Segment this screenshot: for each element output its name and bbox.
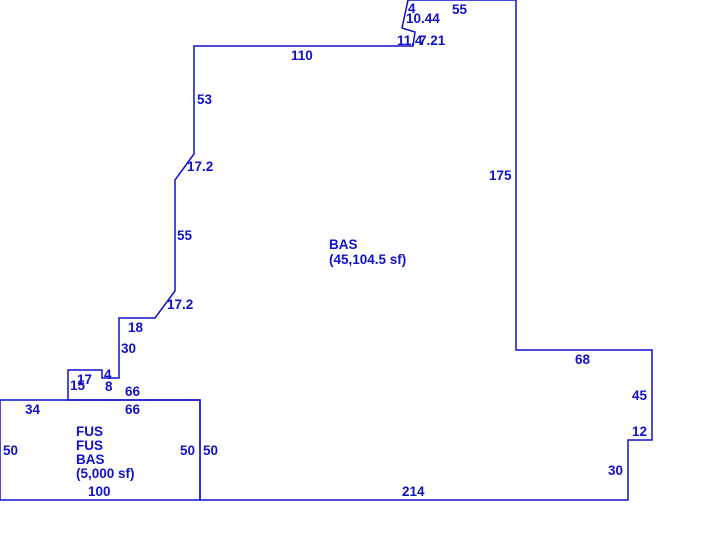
dimension-label: 7.21 bbox=[419, 33, 446, 48]
dimension-label: 4 bbox=[408, 1, 416, 16]
dimension-label: 50 bbox=[180, 443, 195, 458]
annex-outline bbox=[0, 399, 201, 501]
dimension-label: 12 bbox=[632, 424, 647, 439]
annex-area-label: FUS FUS BAS (5,000 sf) bbox=[76, 424, 135, 481]
dimension-label: 55 bbox=[452, 2, 468, 17]
dimension-label: 50 bbox=[203, 443, 218, 458]
dimension-label: 15 bbox=[70, 378, 86, 393]
dimension-label: 214 bbox=[402, 484, 425, 499]
dimension-label: 100 bbox=[88, 484, 111, 499]
area-label-line: BAS bbox=[76, 452, 105, 467]
area-label-line: FUS bbox=[76, 438, 103, 453]
dimension-label: 34 bbox=[25, 402, 41, 417]
dimension-label: 17.2 bbox=[187, 159, 213, 174]
dimension-label: 66 bbox=[125, 384, 141, 399]
area-label-line: (5,000 sf) bbox=[76, 466, 135, 481]
area-label-line: (45,104.5 sf) bbox=[329, 252, 406, 267]
dimension-label: 55 bbox=[177, 228, 193, 243]
dimension-label: 175 bbox=[489, 168, 512, 183]
dimension-label: 18 bbox=[128, 320, 144, 335]
dimension-label: 17.2 bbox=[167, 297, 193, 312]
dimension-label: 110 bbox=[291, 48, 313, 63]
dimension-label: 4 bbox=[104, 367, 112, 382]
dimension-label: 8 bbox=[105, 379, 113, 394]
dimension-label: 10.44 bbox=[406, 11, 440, 26]
main-area-label: BAS (45,104.5 sf) bbox=[329, 237, 406, 267]
dimension-label: 30 bbox=[121, 341, 136, 356]
main-building-outline bbox=[67, 0, 653, 501]
area-label-line: FUS bbox=[76, 424, 103, 439]
area-label-line: BAS bbox=[329, 237, 358, 252]
dimension-label: 45 bbox=[632, 388, 648, 403]
dimension-label: 66 bbox=[125, 402, 141, 417]
dimension-label: 50 bbox=[3, 443, 18, 458]
dimension-label: 17 bbox=[77, 372, 92, 387]
dimension-label: 68 bbox=[575, 352, 591, 367]
dimension-label: 30 bbox=[608, 463, 623, 478]
dimension-label: 11.4 bbox=[397, 33, 423, 48]
dimension-label: 53 bbox=[197, 92, 213, 107]
